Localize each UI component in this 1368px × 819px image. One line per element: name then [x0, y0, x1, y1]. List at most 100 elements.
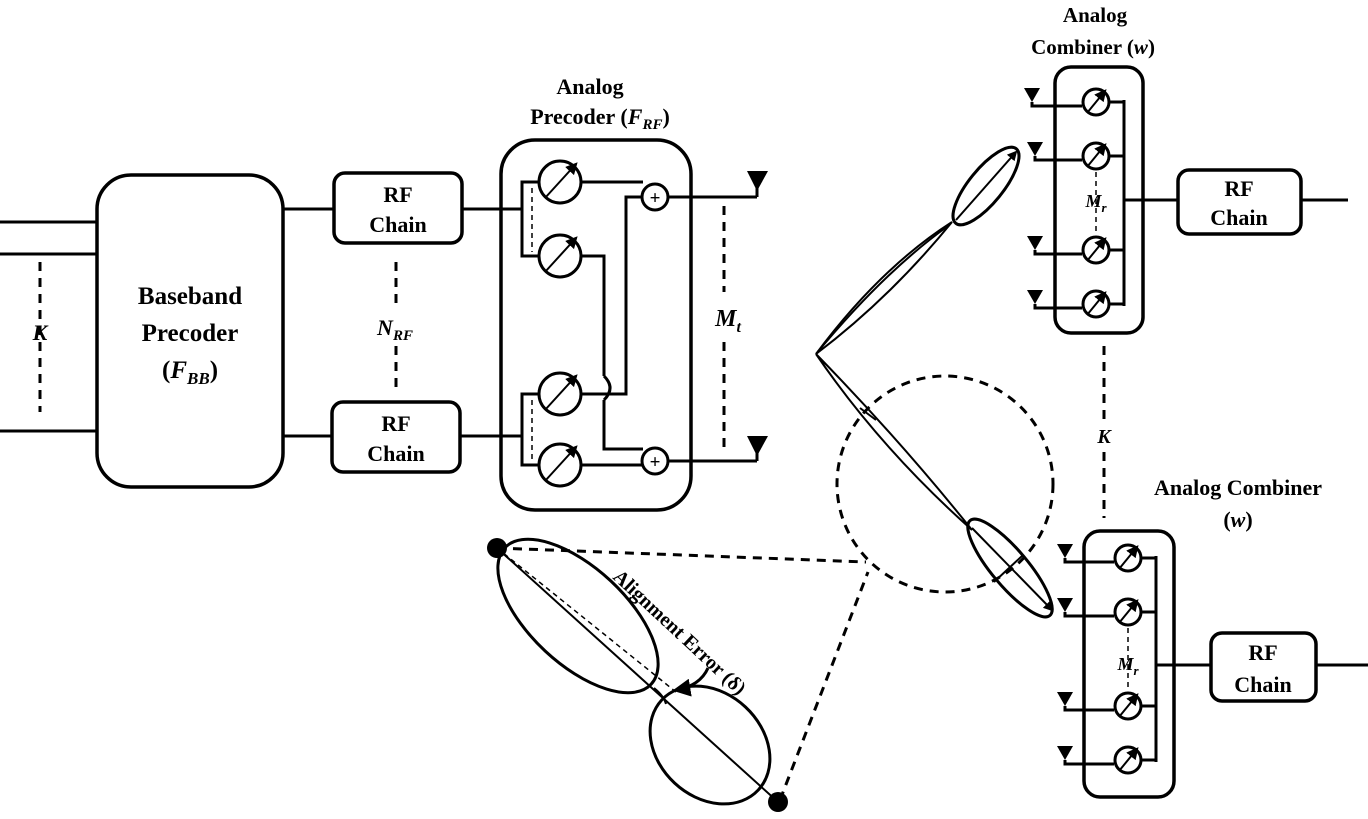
beam-lobe-axis	[815, 225, 949, 355]
feed-line	[520, 436, 540, 467]
crossover-hop	[602, 374, 612, 402]
antenna-icon	[747, 171, 768, 191]
rf-chain-label-line2: Chain	[367, 441, 424, 466]
rx-rf-chain-top: RF Chain	[1176, 168, 1303, 236]
zoom-line	[496, 546, 867, 564]
feed-line	[520, 209, 540, 258]
antenna-feed	[1030, 102, 1082, 108]
symbol-open: (	[162, 357, 170, 384]
combiner-bottom-title-line1: Analog Combiner	[1154, 475, 1322, 500]
zoom-line	[778, 571, 870, 801]
rx-antenna-row	[1027, 235, 1124, 265]
antenna-feed	[1033, 250, 1082, 256]
mr-label-top: Mr	[1084, 191, 1107, 215]
symbol-close: )	[210, 357, 218, 384]
beam-pattern	[815, 145, 1055, 619]
antenna-icon	[1024, 88, 1040, 102]
feed-line	[520, 180, 540, 209]
mr-main: M	[1084, 191, 1102, 211]
precoder-title-pre: Precoder (	[530, 104, 628, 129]
combiner-title-post: )	[1245, 507, 1252, 532]
error-angle-arc	[653, 687, 667, 705]
actual-beam-axis	[496, 547, 779, 803]
input-streams: K	[0, 220, 97, 433]
symbol-sub: BB	[186, 369, 210, 388]
antenna-feed	[1063, 760, 1114, 766]
rf-chain-label-line1: RF	[1248, 640, 1277, 665]
error-pointer-arrow	[672, 667, 710, 697]
ideal-beam-axis	[496, 547, 677, 693]
k-right-label: K	[1096, 426, 1112, 448]
rx-antenna-row	[1057, 597, 1156, 627]
combiner-title-pre: Combiner (	[1031, 35, 1134, 59]
nrf-main: N	[376, 315, 394, 340]
rx-antenna-row	[1057, 691, 1156, 721]
tx-rf-chain-top: RF Chain	[332, 171, 464, 245]
baseband-precoder-box	[95, 173, 285, 489]
rf-chain-box	[1176, 168, 1303, 236]
adder-plus: +	[650, 452, 661, 473]
zoom-circle	[835, 374, 1055, 594]
rx-antenna-row	[1057, 745, 1156, 775]
rx-antenna-row	[1057, 543, 1156, 573]
rx-antenna-row	[1024, 87, 1124, 117]
nrf-label: NRF	[376, 315, 413, 344]
mr-label-bottom: Mr	[1116, 654, 1139, 678]
antenna-feed	[1033, 156, 1082, 162]
analog-precoder-box	[499, 138, 693, 512]
route-line	[581, 195, 643, 396]
rf-chain-label-line2: Chain	[369, 212, 426, 237]
analog-combiner-bottom: Mr	[1057, 529, 1176, 799]
antenna-icon	[1057, 692, 1073, 706]
baseband-label-line1: Baseband	[138, 283, 242, 310]
antenna-feed	[1063, 706, 1114, 712]
mr-main: M	[1116, 654, 1134, 674]
tx-rf-chain-bottom: RF Chain	[330, 400, 462, 474]
k-left-label: K	[32, 320, 49, 345]
combiner-bottom-title-line2: (w)	[1223, 507, 1252, 532]
precoder-title-line2: Precoder (FRF)	[530, 104, 670, 133]
adder-plus: +	[650, 188, 661, 209]
baseband-symbol: (FBB)	[162, 357, 218, 388]
antenna-feed	[1033, 304, 1082, 310]
antenna-icon	[1027, 142, 1043, 156]
rf-chain-label-line1: RF	[1224, 176, 1253, 201]
baseband-label-line2: Precoder	[142, 320, 239, 347]
beam-lobe-receiver	[951, 145, 1021, 227]
rx-rf-chain-bottom: RF Chain	[1209, 631, 1318, 703]
antenna-feed	[1063, 558, 1114, 564]
rx-antenna-row	[1027, 141, 1124, 171]
rf-chain-label-line1: RF	[383, 182, 412, 207]
precoder-title-sub: RF	[641, 117, 662, 133]
tx-antennas: Mt	[668, 171, 768, 463]
mt-main: M	[714, 306, 738, 332]
antenna-icon	[747, 436, 768, 456]
combiner-top-title-line1: Analog	[1063, 3, 1128, 27]
precoder-title-post: )	[662, 104, 669, 129]
combiner-title-post: )	[1148, 35, 1155, 59]
feed-line	[520, 392, 540, 436]
rf-chain-label-line1: RF	[381, 411, 410, 436]
rf-chain-box	[1209, 631, 1318, 703]
inset-lobe	[648, 684, 772, 806]
antenna-icon	[1057, 598, 1073, 612]
route-line	[602, 400, 643, 451]
symbol-main: F	[169, 357, 187, 384]
combiner-top-title-line2: Combiner (w)	[1031, 35, 1155, 59]
antenna-icon	[1027, 236, 1043, 250]
mt-sub: t	[736, 319, 741, 336]
rf-chain-label-line2: Chain	[1210, 205, 1267, 230]
alignment-error-label: Alignment Error (δ)	[609, 566, 750, 700]
antenna-icon	[1057, 746, 1073, 760]
nrf-sub: RF	[392, 328, 413, 344]
inset-lobe	[496, 537, 660, 695]
combiner-title-w: w	[1231, 507, 1246, 532]
precoder-title-line1: Analog	[556, 74, 623, 99]
beam-lobe	[815, 221, 953, 355]
beam-direction-arrow	[955, 150, 1018, 221]
rx-antenna-row	[1027, 289, 1124, 319]
baseband-precoder: Baseband Precoder (FBB)	[95, 173, 285, 489]
mr-sub: r	[1133, 663, 1139, 678]
antenna-icon	[1057, 544, 1073, 558]
